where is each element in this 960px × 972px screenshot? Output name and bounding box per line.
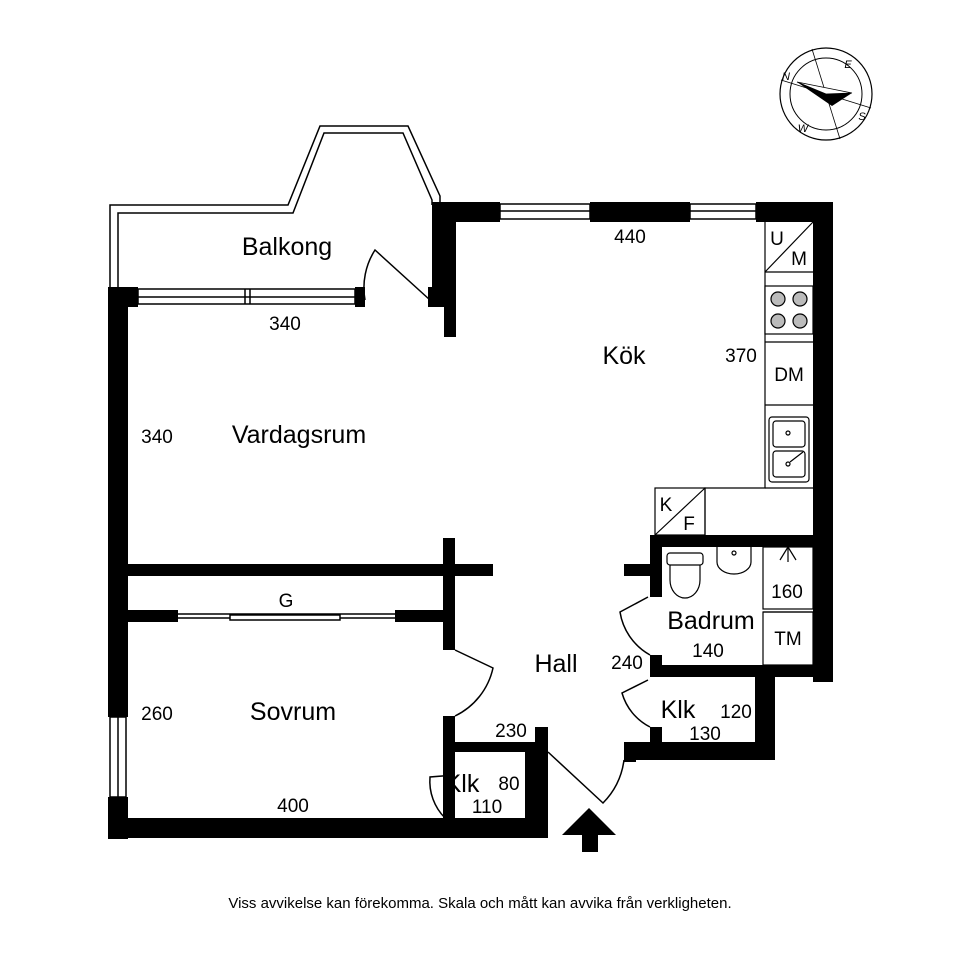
appliance-fridge-k: K xyxy=(660,495,673,516)
dim-kok-depth: 370 xyxy=(725,346,757,367)
windows xyxy=(109,203,757,798)
walls xyxy=(108,202,833,839)
room-klk-right: Klk xyxy=(661,696,696,724)
entrance-arrow-icon xyxy=(562,808,616,852)
room-kok: Kök xyxy=(602,342,646,370)
room-klk-left: Klk xyxy=(445,770,480,798)
dryer-box xyxy=(762,611,814,666)
dim-badrum-depth: 160 xyxy=(771,582,803,603)
appliance-dishwasher: DM xyxy=(774,365,804,386)
stove-icon xyxy=(764,285,814,335)
dim-klk-right-depth: 120 xyxy=(720,702,752,723)
compass-w: W xyxy=(798,123,810,135)
dim-sovrum-depth: 260 xyxy=(141,704,173,725)
compass-icon xyxy=(779,47,873,141)
dim-hall-depth: 240 xyxy=(611,653,643,674)
dim-hall-width: 230 xyxy=(495,721,527,742)
room-hall: Hall xyxy=(534,650,577,678)
appliance-fridge-f: F xyxy=(683,514,695,535)
room-sovrum: Sovrum xyxy=(250,698,336,726)
balcony-outline xyxy=(109,125,441,288)
room-badrum: Badrum xyxy=(667,607,755,635)
sink-icon xyxy=(768,416,810,483)
compass-e: E xyxy=(844,59,852,71)
appliance-oven-u: U xyxy=(770,229,784,250)
appliance-oven-m: M xyxy=(791,249,807,270)
dim-klk-right-width: 130 xyxy=(689,724,721,745)
appliance-wardrobe: G xyxy=(279,591,294,612)
doors xyxy=(178,248,651,819)
dim-klk-left-width: 110 xyxy=(472,797,502,818)
toilet-icon xyxy=(666,552,704,599)
dim-badrum-width: 140 xyxy=(692,641,724,662)
compass-s: S xyxy=(858,111,866,123)
appliance-dryer: TM xyxy=(774,629,801,650)
room-vardagsrum: Vardagsrum xyxy=(232,421,366,449)
dim-vardagsrum-depth: 340 xyxy=(141,427,173,448)
compass-n: N xyxy=(782,71,790,83)
room-balkong: Balkong xyxy=(242,233,332,261)
dim-kok-width: 440 xyxy=(614,227,646,248)
disclaimer-text: Viss avvikelse kan förekomma. Skala och … xyxy=(228,895,732,912)
dim-vardagsrum-width: 340 xyxy=(269,314,301,335)
dim-sovrum-width: 400 xyxy=(277,796,309,817)
shower-icon xyxy=(762,546,814,610)
kitchen-counter xyxy=(654,221,814,536)
washbasin-icon xyxy=(716,547,752,575)
dim-klk-left-depth: 80 xyxy=(498,774,519,795)
